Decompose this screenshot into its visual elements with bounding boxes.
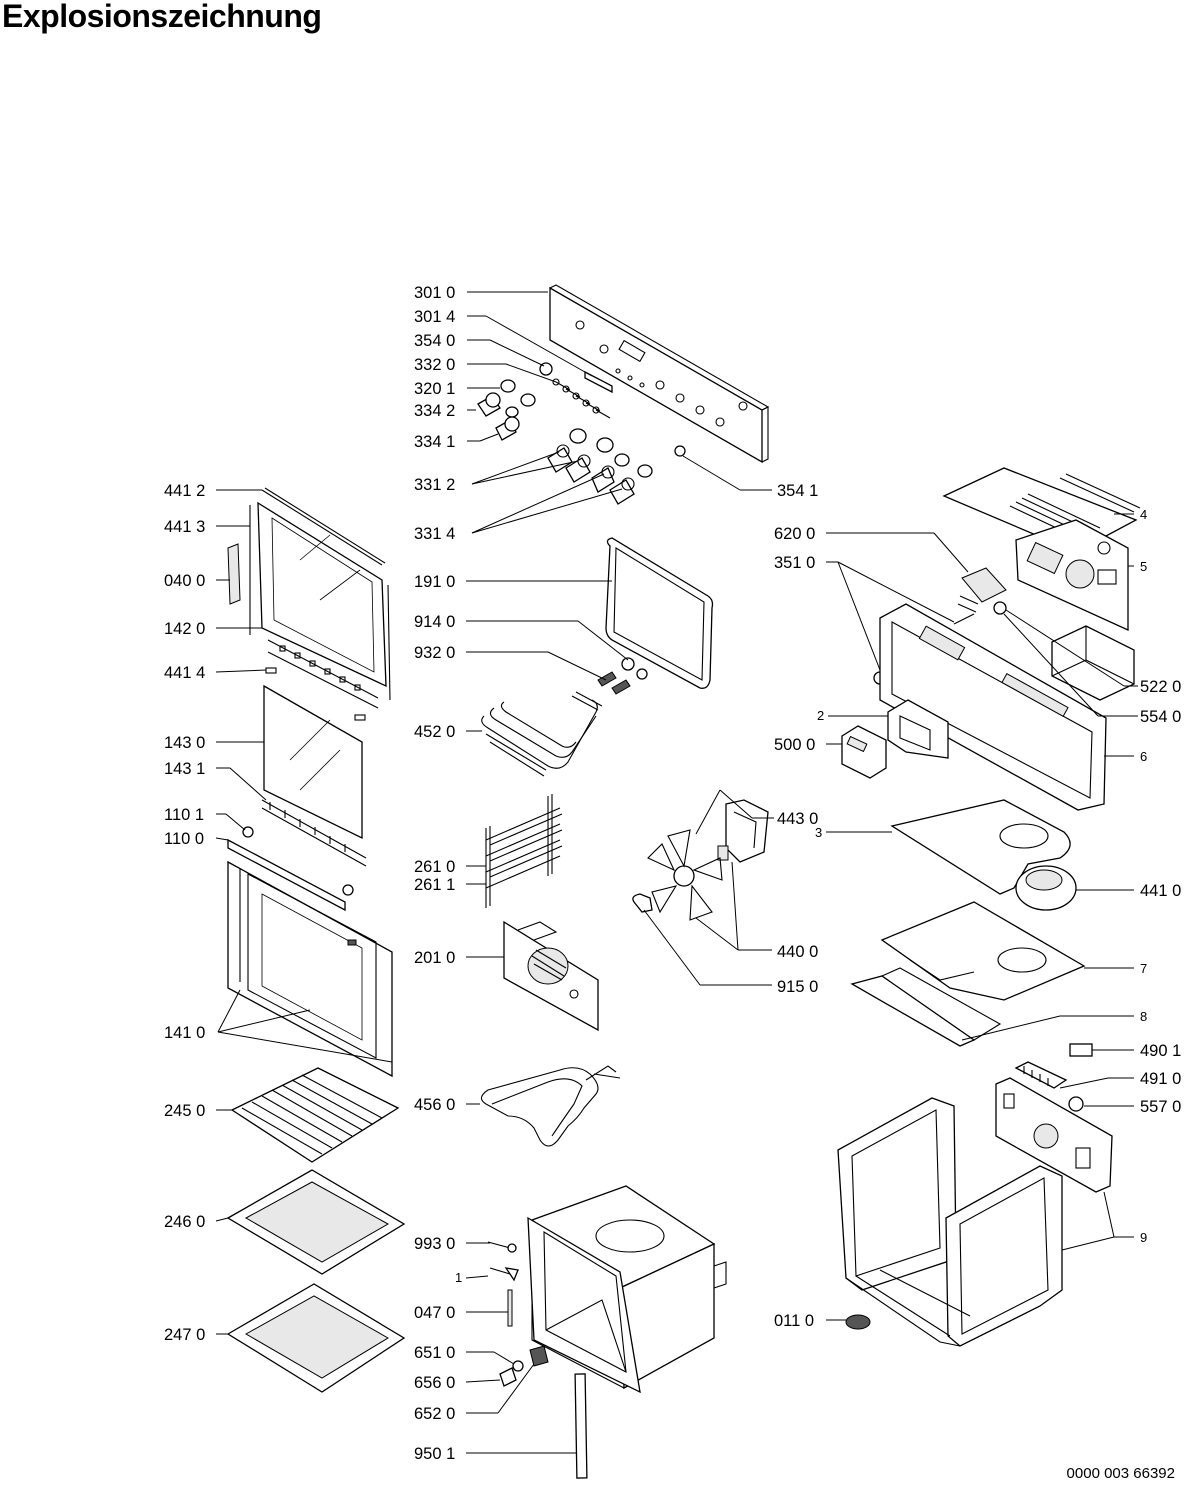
label-443-0: 443 0 <box>777 810 818 828</box>
fan-group <box>632 789 774 986</box>
label-491-0: 491 0 <box>1140 1070 1181 1088</box>
label-557-0: 557 0 <box>1140 1098 1181 1116</box>
label-261-1: 261 1 <box>414 876 455 894</box>
label-191-0: 191 0 <box>414 573 455 591</box>
label-7: 7 <box>1140 961 1147 976</box>
label-320-1: 320 1 <box>414 380 455 398</box>
control-panel-group <box>467 284 772 534</box>
center-parts-group <box>465 537 727 1479</box>
label-142-0: 142 0 <box>164 620 205 638</box>
label-2: 2 <box>817 708 824 723</box>
label-441-4: 441 4 <box>164 664 205 682</box>
door-group <box>215 487 406 1393</box>
labels-control-panel: 301 0 301 4 354 0 332 0 320 1 334 2 334 … <box>414 284 818 543</box>
labels-door: 441 2 441 3 040 0 142 0 441 4 143 0 143 … <box>164 482 205 1344</box>
label-334-1: 334 1 <box>414 433 455 451</box>
label-354-1: 354 1 <box>777 482 818 500</box>
label-334-2: 334 2 <box>414 402 455 420</box>
label-040-0: 040 0 <box>164 572 205 590</box>
label-4: 4 <box>1140 507 1147 522</box>
label-914-0: 914 0 <box>414 613 455 631</box>
label-3: 3 <box>815 825 822 840</box>
label-932-0: 932 0 <box>414 644 455 662</box>
label-143-0: 143 0 <box>164 734 205 752</box>
label-6: 6 <box>1140 749 1147 764</box>
label-620-0: 620 0 <box>774 525 815 543</box>
label-1: 1 <box>455 1270 462 1285</box>
label-440-0: 440 0 <box>777 943 818 961</box>
label-301-0: 301 0 <box>414 284 455 302</box>
label-351-0: 351 0 <box>774 554 815 572</box>
label-5: 5 <box>1140 559 1147 574</box>
label-354-0: 354 0 <box>414 332 455 350</box>
label-8: 8 <box>1140 1009 1147 1024</box>
label-993-0: 993 0 <box>414 1235 455 1253</box>
label-246-0: 246 0 <box>164 1213 205 1231</box>
label-441-2: 441 2 <box>164 482 205 500</box>
label-522-0: 522 0 <box>1140 678 1181 696</box>
label-201-0: 201 0 <box>414 949 455 967</box>
label-301-4: 301 4 <box>414 308 455 326</box>
label-245-0: 245 0 <box>164 1102 205 1120</box>
label-332-0: 332 0 <box>414 356 455 374</box>
label-011-0: 011 0 <box>774 1312 814 1330</box>
document-number: 0000 003 66392 <box>1066 1465 1175 1482</box>
label-651-0: 651 0 <box>414 1344 455 1362</box>
page-title: Explosionszeichnung <box>2 0 322 34</box>
label-950-1: 950 1 <box>414 1445 455 1463</box>
label-9: 9 <box>1140 1230 1147 1245</box>
label-247-0: 247 0 <box>164 1326 205 1344</box>
label-261-0: 261 0 <box>414 858 455 876</box>
label-143-1: 143 1 <box>164 760 205 778</box>
right-parts-group <box>826 467 1141 1347</box>
label-456-0: 456 0 <box>414 1096 455 1114</box>
labels-fan: 443 0 440 0 915 0 <box>777 810 818 996</box>
label-656-0: 656 0 <box>414 1374 455 1392</box>
label-047-0: 047 0 <box>414 1304 455 1322</box>
label-452-0: 452 0 <box>414 723 455 741</box>
label-652-0: 652 0 <box>414 1405 455 1423</box>
label-490-1: 490 1 <box>1140 1042 1181 1060</box>
label-554-0: 554 0 <box>1140 708 1181 726</box>
label-141-0: 141 0 <box>164 1024 205 1042</box>
label-441-3: 441 3 <box>164 518 205 536</box>
labels-right: 4 5 620 0 351 0 522 0 554 0 2 500 0 6 3 … <box>774 507 1181 1330</box>
label-915-0: 915 0 <box>777 978 818 996</box>
label-331-4: 331 4 <box>414 525 455 543</box>
label-110-0: 110 0 <box>164 830 204 848</box>
label-331-2: 331 2 <box>414 476 455 494</box>
labels-center: 191 0 914 0 932 0 452 0 261 0 261 1 201 … <box>414 573 462 1463</box>
label-441-0: 441 0 <box>1140 882 1181 900</box>
label-500-0: 500 0 <box>774 736 815 754</box>
label-110-1: 110 1 <box>164 806 204 824</box>
